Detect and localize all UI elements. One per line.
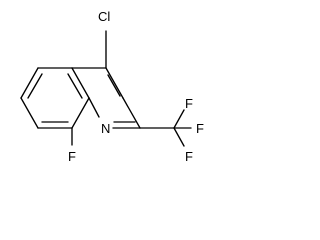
bond-n1-c8a [88,97,100,118]
bond-c8a-c4a-inner [67,73,83,99]
fluorine-ring-label: F [68,149,76,164]
molecule-structure: Cl F N F F F [20,9,204,164]
bond-c5-c6 [20,67,39,99]
bond-cf3-f-top [173,109,185,129]
bond-c3-c2 [122,97,141,129]
bond-c4-c3-inner [107,74,121,97]
cf3-fluorine-right-label: F [196,121,204,136]
chlorine-label: Cl [98,9,110,24]
bond-c8-c8a [71,97,90,129]
cf3-fluorine-bottom-label: F [185,149,193,164]
bond-c8a-c4a [71,67,90,99]
nitrogen-label: N [101,121,110,136]
bond-c5-c6-inner [27,73,43,99]
bond-cf3-f-bottom [173,127,185,147]
bond-c4-c3 [105,67,124,99]
atom-label-layer: Cl F N F F F [68,9,204,164]
bond-c6-c7 [20,97,39,129]
structure-canvas: Cl F N F F F [20,9,204,164]
bond-layer [20,30,192,147]
cf3-fluorine-top-label: F [185,96,193,111]
